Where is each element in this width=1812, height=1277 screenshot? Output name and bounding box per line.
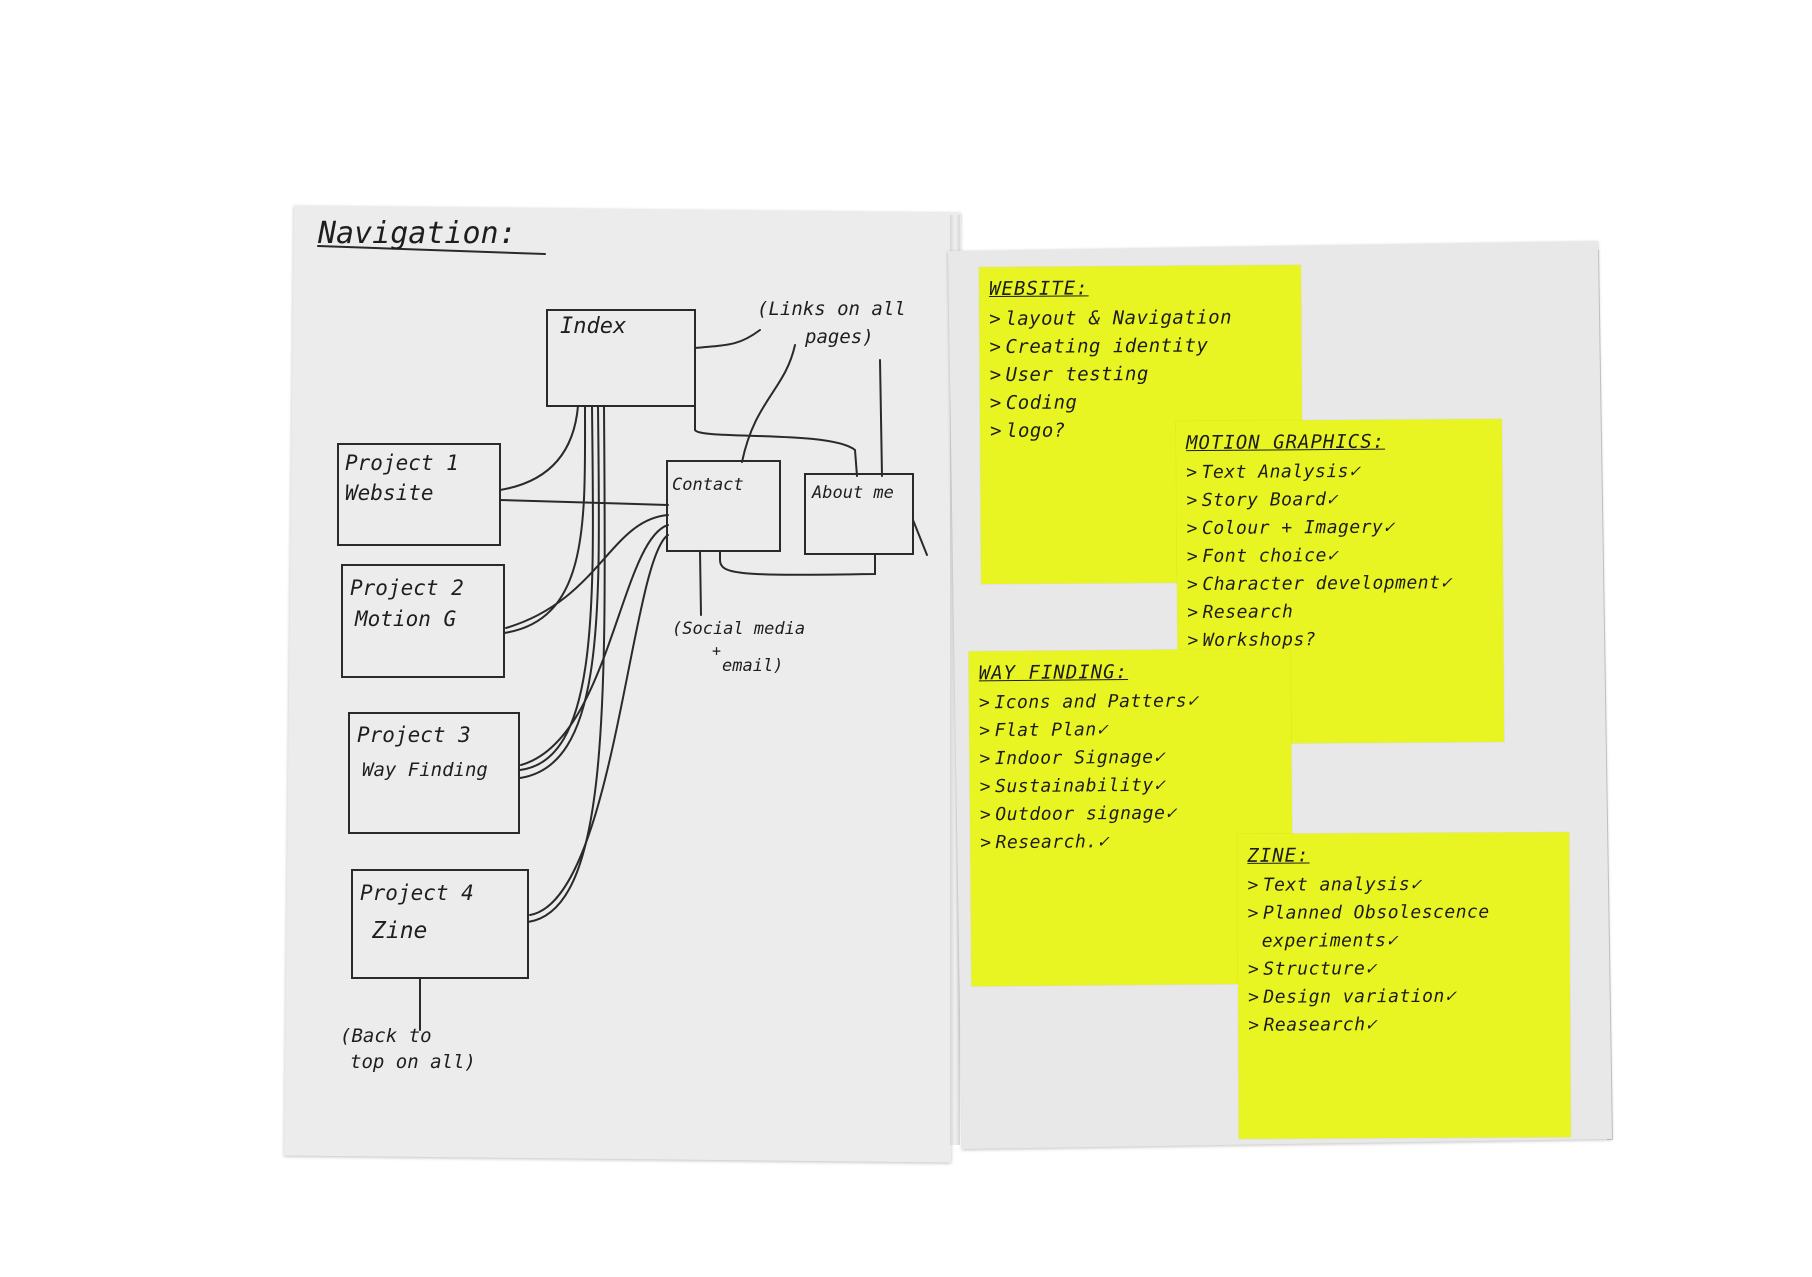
diagram-heading: Navigation: xyxy=(317,216,517,251)
note-list-way-finding: Icons and Patters✓ Flat Plan✓ Indoor Sig… xyxy=(979,687,1282,858)
connector-contact-p4 xyxy=(529,534,669,916)
list-item: Colour + Imagery✓ xyxy=(1187,513,1493,543)
connector-links-contact xyxy=(741,344,796,463)
about-box xyxy=(804,473,914,555)
project3-box xyxy=(348,712,520,834)
list-item: Icons and Patters✓ xyxy=(979,687,1281,718)
list-item: Character development✓ xyxy=(1187,569,1493,599)
list-item: experiments✓ xyxy=(1261,930,1398,952)
list-item: Design variation✓ xyxy=(1248,982,1560,1012)
note-title-way-finding: WAY FINDING: xyxy=(978,661,1129,685)
about-label: About me xyxy=(811,483,894,503)
back-to-top-annotation-line2: top on all) xyxy=(350,1051,476,1073)
social-annotation-line3: email) xyxy=(722,656,783,676)
back-to-top-annotation: (Back to xyxy=(340,1025,432,1047)
links-annotation: (Links on all xyxy=(757,298,906,320)
connector-about-right xyxy=(912,519,928,556)
list-item: layout & Navigation xyxy=(989,303,1291,333)
project3-label: Project 3 xyxy=(357,723,471,747)
list-item: Flat Plan✓ xyxy=(979,715,1281,746)
project1-box xyxy=(337,443,501,546)
note-title-website: WEBSITE: xyxy=(988,277,1089,301)
project4-sublabel: Zine xyxy=(371,918,427,944)
connector-index-p1 xyxy=(499,405,579,491)
connector-index-p4 xyxy=(527,405,606,923)
list-item: Sustainability✓ xyxy=(980,771,1282,802)
project4-label: Project 4 xyxy=(360,881,474,905)
list-item: User testing xyxy=(990,359,1292,389)
list-item: Creating identity xyxy=(989,331,1291,361)
list-item: Indoor Signage✓ xyxy=(979,743,1281,774)
connector-p1-contact xyxy=(499,499,669,506)
project2-sublabel: Motion G xyxy=(354,607,457,631)
social-annotation: (Social media xyxy=(672,619,805,639)
social-annotation-plus: + xyxy=(712,642,721,660)
heading-underline xyxy=(317,245,546,255)
list-item: Planned Obsolescence xyxy=(1248,898,1560,928)
links-annotation-line2: pages) xyxy=(804,326,874,348)
contact-box xyxy=(666,460,781,552)
list-item: Coding xyxy=(990,387,1292,417)
note-list-motion-graphics: Text Analysis✓ Story Board✓ Colour + Ima… xyxy=(1186,457,1493,655)
list-item: Outdoor signage✓ xyxy=(980,799,1282,830)
contact-label: Contact xyxy=(672,475,744,495)
list-item: Structure✓ xyxy=(1248,954,1560,984)
list-item: Research xyxy=(1187,597,1493,627)
project1-sublabel: Website xyxy=(345,481,434,505)
connector-contact-social xyxy=(699,550,702,616)
note-title-zine: ZINE: xyxy=(1247,844,1310,867)
project1-label: Project 1 xyxy=(345,451,459,475)
project4-box xyxy=(351,869,529,979)
project2-box xyxy=(341,564,505,678)
connector-index-links xyxy=(694,329,761,349)
connector-links-about xyxy=(879,359,883,477)
connector-contact-about xyxy=(719,550,876,576)
list-item: Text Analysis✓ xyxy=(1186,457,1492,487)
list-item: Font choice✓ xyxy=(1187,541,1493,571)
connector-index-p2 xyxy=(503,405,587,634)
project3-sublabel: Way Finding xyxy=(362,759,488,781)
index-box xyxy=(546,309,696,407)
connector-contact-p2 xyxy=(505,514,669,629)
connector-contact-p3 xyxy=(520,524,669,766)
note-list-zine: Text analysis✓ Planned Obsolescence expe… xyxy=(1247,870,1560,1040)
connector-index-contact xyxy=(694,404,858,477)
project2-label: Project 2 xyxy=(350,576,464,600)
index-label: Index xyxy=(560,314,626,339)
note-title-motion-graphics: MOTION GRAPHICS: xyxy=(1185,430,1386,455)
list-item: Story Board✓ xyxy=(1186,485,1492,515)
connector-index-p3a xyxy=(519,405,594,771)
list-item: Reasearch✓ xyxy=(1248,1010,1560,1040)
sticky-note-zine: ZINE: Text analysis✓ Planned Obsolescenc… xyxy=(1237,832,1571,1139)
connector-index-p3b xyxy=(519,405,600,779)
list-item: Text analysis✓ xyxy=(1247,870,1559,900)
